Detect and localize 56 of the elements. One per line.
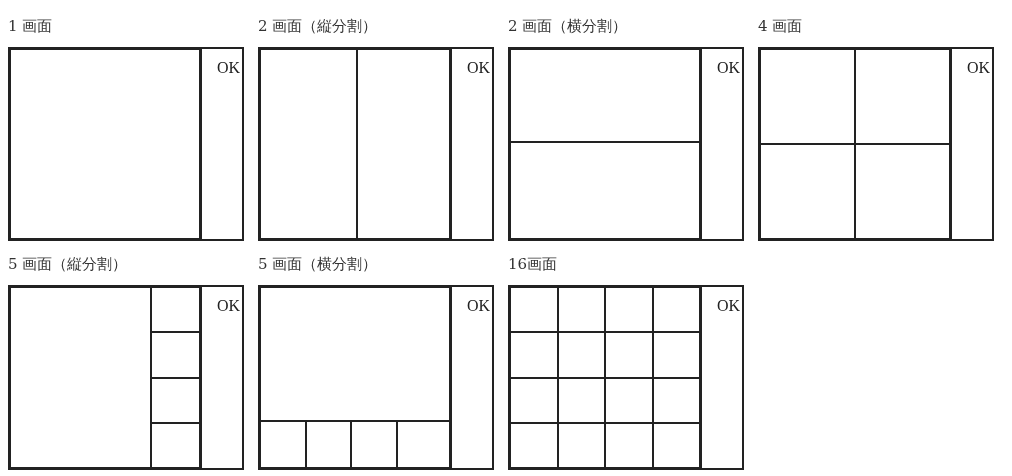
ok-label: OK bbox=[216, 59, 240, 77]
split-pane bbox=[557, 422, 605, 468]
split-pane bbox=[557, 287, 605, 333]
ok-label: OK bbox=[716, 297, 740, 315]
split-pane bbox=[760, 144, 855, 239]
split-pane bbox=[510, 49, 700, 143]
split-pane bbox=[260, 49, 357, 239]
ok-column bbox=[450, 49, 492, 239]
split-pane bbox=[510, 377, 558, 423]
split-pane bbox=[260, 287, 450, 421]
ok-column bbox=[700, 287, 742, 468]
ok-column bbox=[200, 287, 242, 468]
split-pane bbox=[510, 287, 558, 333]
screen-title: 5 画面（横分割） bbox=[258, 255, 378, 274]
split-pane bbox=[150, 422, 200, 468]
screen-title: 5 画面（縦分割） bbox=[8, 255, 128, 274]
split-pane bbox=[605, 377, 653, 423]
split-pane bbox=[605, 332, 653, 378]
split-pane bbox=[557, 377, 605, 423]
split-pane bbox=[150, 377, 200, 423]
split-pane bbox=[150, 332, 200, 378]
screen-title: 2 画面（縦分割） bbox=[258, 17, 378, 36]
screen-title: 1 画面 bbox=[8, 17, 53, 36]
ok-label: OK bbox=[466, 59, 490, 77]
ok-column bbox=[200, 49, 242, 239]
ok-column bbox=[450, 287, 492, 468]
split-pane bbox=[605, 287, 653, 333]
screen-title: 16画面 bbox=[508, 255, 558, 274]
ok-label: OK bbox=[966, 59, 990, 77]
split-pane bbox=[855, 49, 950, 144]
split-pane bbox=[510, 332, 558, 378]
split-pane bbox=[652, 287, 700, 333]
ok-label: OK bbox=[716, 59, 740, 77]
split-pane bbox=[605, 422, 653, 468]
split-pane bbox=[557, 332, 605, 378]
ok-label: OK bbox=[466, 297, 490, 315]
ok-column bbox=[950, 49, 992, 239]
split-pane bbox=[351, 420, 397, 468]
split-pane bbox=[510, 422, 558, 468]
split-pane bbox=[260, 420, 306, 468]
split-pane bbox=[855, 144, 950, 239]
split-pane bbox=[10, 287, 151, 468]
split-pane bbox=[510, 142, 700, 239]
ok-column bbox=[700, 49, 742, 239]
split-pane bbox=[652, 422, 700, 468]
ok-label: OK bbox=[216, 297, 240, 315]
split-pane bbox=[652, 332, 700, 378]
screen-title: 2 画面（横分割） bbox=[508, 17, 628, 36]
split-pane bbox=[10, 49, 200, 239]
screen-title: 4 画面 bbox=[758, 17, 803, 36]
split-pane bbox=[305, 420, 352, 468]
split-pane bbox=[150, 287, 200, 333]
split-pane bbox=[396, 420, 450, 468]
split-pane bbox=[760, 49, 855, 144]
split-pane bbox=[356, 49, 450, 239]
split-pane bbox=[652, 377, 700, 423]
